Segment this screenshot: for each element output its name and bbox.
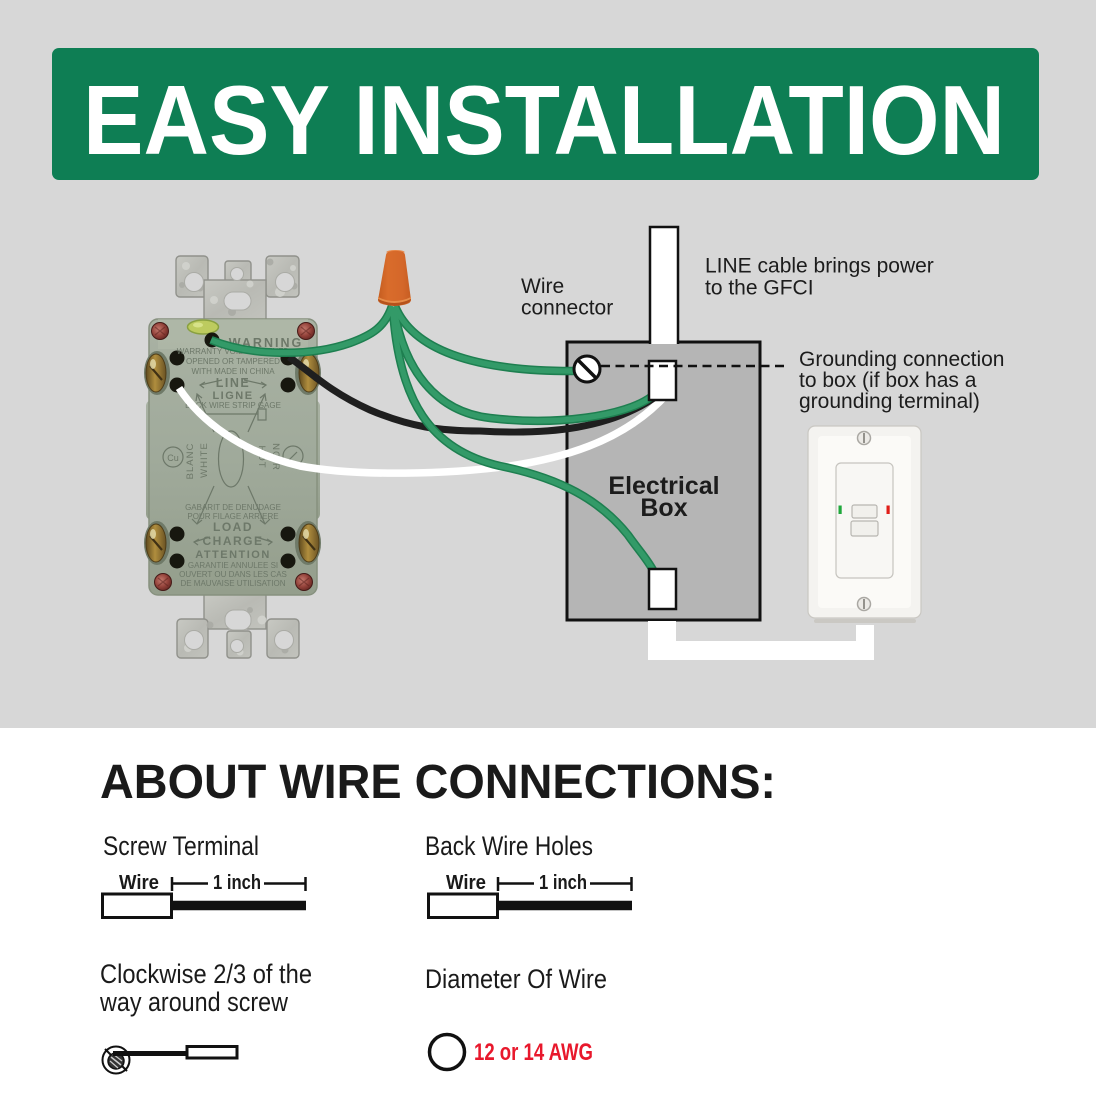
svg-text:grounding terminal): grounding terminal) — [799, 390, 980, 413]
svg-text:ABOUT WIRE CONNECTIONS:: ABOUT WIRE CONNECTIONS: — [100, 756, 776, 809]
svg-text:to box (if box has a: to box (if box has a — [799, 369, 977, 392]
svg-text:GABARIT DE DENUDAGE: GABARIT DE DENUDAGE — [185, 503, 281, 512]
svg-text:Grounding connection: Grounding connection — [799, 348, 1004, 371]
svg-text:Wire: Wire — [119, 872, 159, 894]
svg-text:way around screw: way around screw — [99, 987, 288, 1017]
svg-text:12 or 14 AWG: 12 or 14 AWG — [474, 1039, 593, 1066]
svg-text:BACK WIRE STRIP GAGE: BACK WIRE STRIP GAGE — [185, 401, 281, 410]
svg-text:GARANTIE ANNULEE SI: GARANTIE ANNULEE SI — [188, 561, 278, 570]
svg-text:CHARGE: CHARGE — [202, 534, 263, 548]
svg-text:LINE cable brings power: LINE cable brings power — [705, 255, 934, 278]
svg-text:OUVERT OU DANS LES CAS: OUVERT OU DANS LES CAS — [179, 570, 287, 579]
svg-text:POUR FILAGE ARRIERE: POUR FILAGE ARRIERE — [187, 512, 278, 521]
svg-text:Back Wire Holes: Back Wire Holes — [425, 831, 593, 861]
svg-text:OPENED OR TAMPERED: OPENED OR TAMPERED — [186, 357, 280, 366]
svg-text:1 inch: 1 inch — [539, 872, 587, 894]
svg-text:ATTENTION: ATTENTION — [195, 549, 271, 561]
svg-text:1 inch: 1 inch — [213, 872, 261, 894]
svg-text:Screw Terminal: Screw Terminal — [103, 831, 259, 861]
svg-text:Wire: Wire — [521, 275, 564, 298]
svg-text:Box: Box — [640, 494, 687, 522]
svg-text:Clockwise 2/3 of the: Clockwise 2/3 of the — [100, 959, 312, 989]
svg-text:DE MAUVAISE UTILISATION: DE MAUVAISE UTILISATION — [180, 579, 285, 588]
svg-text:LIGNE: LIGNE — [212, 390, 253, 402]
svg-text:LINE: LINE — [216, 376, 250, 390]
svg-text:WHITE: WHITE — [199, 442, 210, 478]
svg-text:LOAD: LOAD — [213, 520, 253, 534]
svg-text:Wire: Wire — [446, 872, 486, 894]
svg-text:BLANC: BLANC — [185, 443, 196, 480]
svg-text:Cu: Cu — [167, 453, 179, 463]
svg-text:connector: connector — [521, 297, 613, 320]
svg-text:WARRANTY VOID IF OPENED: WARRANTY VOID IF OPENED — [177, 347, 290, 356]
svg-text:Electrical: Electrical — [608, 472, 719, 500]
svg-text:WITH MADE IN CHINA: WITH MADE IN CHINA — [191, 367, 275, 376]
svg-text:to the GFCI: to the GFCI — [705, 277, 814, 300]
svg-text:EASY INSTALLATION: EASY INSTALLATION — [83, 65, 1005, 175]
svg-text:Diameter Of Wire: Diameter Of Wire — [425, 964, 607, 994]
